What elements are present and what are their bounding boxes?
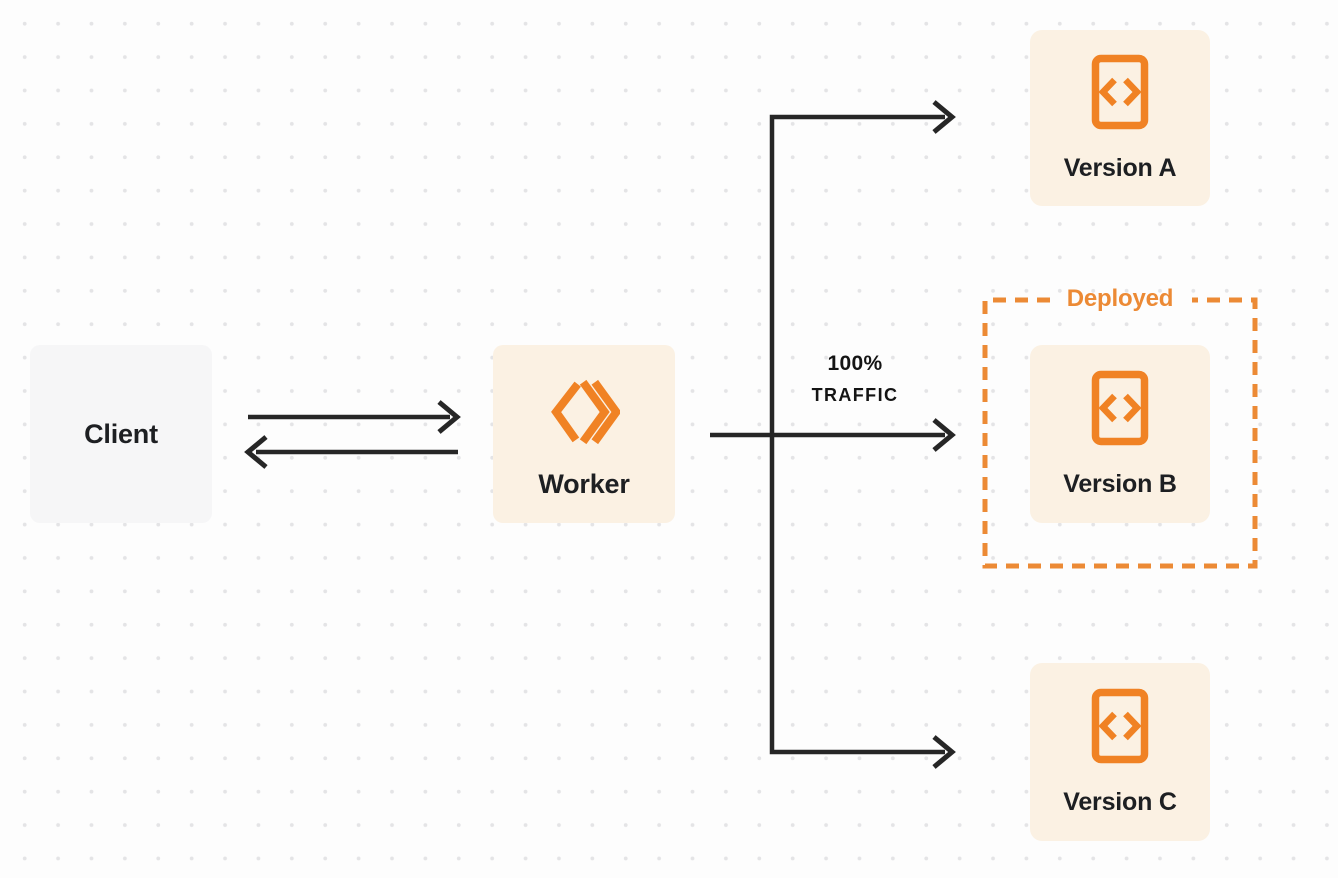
version-b-node: Version B xyxy=(1030,345,1210,523)
version-a-label: Version A xyxy=(1063,153,1177,182)
traffic-annotation: 100% TRAFFIC xyxy=(790,352,920,406)
code-file-icon xyxy=(1091,688,1149,763)
deployed-badge: Deployed xyxy=(1066,285,1174,312)
version-c-label: Version C xyxy=(1063,787,1177,816)
version-a-node: Version A xyxy=(1030,30,1210,206)
code-file-icon xyxy=(1091,54,1149,129)
worker-label: Worker xyxy=(538,468,630,499)
workers-logo-icon xyxy=(551,379,620,444)
code-file-icon xyxy=(1091,370,1149,445)
arrow-worker-to-client xyxy=(244,435,458,469)
worker-node: Worker xyxy=(493,345,675,523)
arrow-client-to-worker xyxy=(248,400,461,434)
client-node: Client xyxy=(30,345,212,523)
client-label: Client xyxy=(84,418,158,449)
version-c-node: Version C xyxy=(1030,663,1210,841)
arrow-worker-to-version-b xyxy=(710,418,956,452)
arrow-branch-to-version-c xyxy=(769,435,956,769)
traffic-word: TRAFFIC xyxy=(811,385,899,405)
version-b-label: Version B xyxy=(1063,469,1177,498)
traffic-percent: 100% xyxy=(827,352,883,375)
